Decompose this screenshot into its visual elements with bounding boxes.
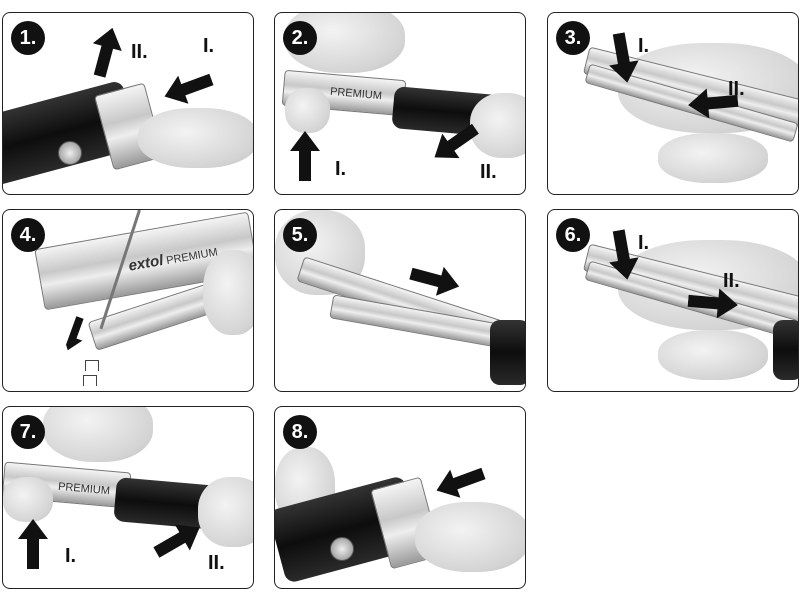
hand xyxy=(203,250,253,335)
label-II: II. xyxy=(723,270,740,292)
stapler-knob xyxy=(330,537,354,561)
hand xyxy=(658,330,768,380)
step-number-badge: 2. xyxy=(283,21,317,55)
arrow-left-icon xyxy=(159,65,217,111)
hand xyxy=(470,93,525,158)
hand xyxy=(138,108,253,168)
label-I: I. xyxy=(638,232,650,254)
step-number-badge: 1. xyxy=(11,21,45,55)
step-6-panel: 6. I. II. xyxy=(547,209,799,392)
step-8-panel: 8. xyxy=(274,406,526,589)
label-I: I. xyxy=(65,545,77,567)
arrow-down-icon xyxy=(64,316,90,354)
hand xyxy=(198,477,253,547)
label-I: I. xyxy=(638,35,650,57)
staple-icon xyxy=(83,375,97,386)
staple-icon xyxy=(85,360,99,371)
stapler-grip xyxy=(490,320,525,385)
hand xyxy=(415,502,525,572)
label-I: I. xyxy=(203,35,215,57)
label-II: II. xyxy=(131,41,148,63)
hand xyxy=(43,407,153,462)
hand xyxy=(658,133,768,183)
step-number-badge: 4. xyxy=(11,218,45,252)
step-3-panel: 3. I. II. xyxy=(547,12,799,195)
step-5-panel: 5. xyxy=(274,209,526,392)
step-number-badge: 6. xyxy=(556,218,590,252)
stapler-grip xyxy=(773,320,798,380)
step-number-badge: 7. xyxy=(11,415,45,449)
step-number-badge: 3. xyxy=(556,21,590,55)
label-II: II. xyxy=(480,161,497,183)
hand xyxy=(3,477,53,522)
step-2-panel: 2. PREMIUM I. II. xyxy=(274,12,526,195)
step-number-badge: 5. xyxy=(283,218,317,252)
arrow-up-icon xyxy=(290,131,320,181)
arrow-up-icon xyxy=(85,23,127,81)
step-1-panel: 1. II. I. xyxy=(2,12,254,195)
stapler-knob xyxy=(58,141,82,165)
step-7-panel: 7. PREMIUM I. II. xyxy=(2,406,254,589)
hand xyxy=(285,88,330,133)
label-II: II. xyxy=(208,552,225,574)
step-4-panel: 4. extol PREMIUM xyxy=(2,209,254,392)
label-I: I. xyxy=(335,158,347,180)
arrow-left-icon xyxy=(431,459,489,505)
label-II: II. xyxy=(728,78,745,100)
step-number-badge: 8. xyxy=(283,415,317,449)
arrow-up-icon xyxy=(18,519,48,569)
